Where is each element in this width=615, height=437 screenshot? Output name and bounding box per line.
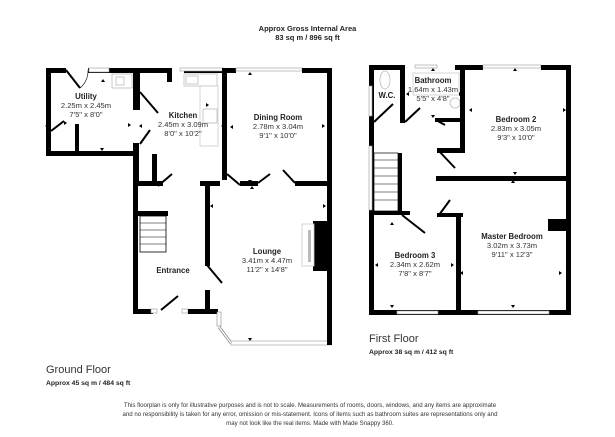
wall <box>240 181 258 186</box>
room-metric: 1.64m x 1.43m <box>407 85 459 95</box>
wall <box>205 290 210 314</box>
room-bathroom: Bathroom 1.64m x 1.43m 5'5" x 4'8" <box>407 76 459 104</box>
wall <box>455 65 483 70</box>
room-name: W.C. <box>378 91 396 100</box>
wall <box>222 68 236 73</box>
wall <box>400 65 405 123</box>
wall <box>46 68 51 155</box>
wall <box>369 310 571 315</box>
first-floor-label: First Floor <box>369 333 419 345</box>
wall <box>205 181 210 266</box>
disclaimer-line-2: and no responsibility is taken for any e… <box>122 411 498 418</box>
wall <box>302 68 332 73</box>
wall <box>75 124 79 152</box>
room-master-bedroom: Master Bedroom 3.02m x 3.73m 9'11" x 12'… <box>474 232 550 260</box>
room-bedroom-3: Bedroom 3 2.34m x 2.62m 7'8" x 8'7" <box>384 251 446 279</box>
ground-floor-plan <box>45 67 332 346</box>
ground-floor-label: Ground Floor <box>46 364 111 376</box>
room-metric: 2.78m x 3.04m <box>252 122 304 132</box>
room-metric: 2.83m x 3.05m <box>490 124 542 134</box>
room-metric: 3.02m x 3.73m <box>486 241 538 251</box>
wall <box>167 68 172 82</box>
wall <box>456 213 461 313</box>
room-metric: 2.45m x 3.09m <box>157 120 209 130</box>
wall <box>436 176 571 181</box>
disclaimer: This floorplan is only for illustrative … <box>90 401 530 428</box>
room-imperial: 8'0" x 10'2" <box>164 129 202 139</box>
wall <box>46 68 66 73</box>
wall <box>133 68 140 110</box>
gross-area-header: Approx Gross Internal Area 83 sq m / 896… <box>0 24 615 42</box>
room-imperial: 9'1" x 10'0" <box>259 131 297 141</box>
room-utility: Utility 2.25m x 2.45m 7'5" x 8'0" <box>58 92 114 120</box>
room-name: Utility <box>75 92 97 101</box>
wall <box>566 65 571 315</box>
chimney-breast <box>548 219 566 231</box>
room-name: Bedroom 2 <box>495 115 537 124</box>
wall <box>133 181 163 186</box>
wall <box>46 151 138 156</box>
chimney-breast <box>313 221 327 271</box>
room-dining-room: Dining Room 2.78m x 3.04m 9'1" x 10'0" <box>246 113 310 141</box>
gross-area-title: Approx Gross Internal Area <box>258 24 357 33</box>
first-floor-area: Approx 38 sq m / 412 sq ft <box>369 349 454 356</box>
disclaimer-line-1: This floorplan is only for illustrative … <box>123 402 497 409</box>
ground-floor-area: Approx 45 sq m / 484 sq ft <box>46 380 131 387</box>
room-lounge: Lounge 3.41m x 4.47m 11'2" x 14'8" <box>234 247 300 275</box>
room-name: Dining Room <box>253 113 303 122</box>
disclaimer-line-3: may not look like the real items. Made w… <box>226 420 394 427</box>
wall <box>541 65 570 70</box>
first-floor-plan <box>368 64 571 315</box>
room-name: Kitchen <box>168 111 198 120</box>
wall <box>295 181 332 186</box>
room-imperial: 5'5" x 4'8" <box>416 94 450 104</box>
wall <box>437 213 463 217</box>
room-imperial: 7'5" x 8'0" <box>69 110 103 120</box>
wall <box>133 178 138 313</box>
gross-area-value: 83 sq m / 896 sq ft <box>275 33 340 42</box>
room-bedroom-2: Bedroom 2 2.83m x 3.05m 9'3" x 10'0" <box>486 115 546 143</box>
wall <box>435 118 463 122</box>
wall <box>222 68 227 180</box>
wall <box>369 65 405 70</box>
wall <box>374 211 410 215</box>
room-metric: 2.34m x 2.62m <box>389 260 441 270</box>
room-metric: 2.25m x 2.45m <box>60 101 112 111</box>
room-entrance: Entrance <box>148 266 198 275</box>
wall <box>133 309 153 314</box>
room-imperial: 7'8" x 8'7" <box>398 269 432 279</box>
room-wc: W.C. <box>374 91 400 100</box>
room-imperial: 11'2" x 14'8" <box>246 265 288 275</box>
wall <box>460 65 465 153</box>
room-name: Bedroom 3 <box>394 251 436 260</box>
room-kitchen: Kitchen 2.45m x 3.09m 8'0" x 10'2" <box>150 111 216 139</box>
room-name: Bathroom <box>414 76 452 85</box>
room-name: Entrance <box>156 266 190 275</box>
wall <box>398 153 402 213</box>
room-imperial: 9'11" x 12'3" <box>491 250 533 260</box>
room-metric: 3.41m x 4.47m <box>241 256 293 266</box>
room-name: Master Bedroom <box>481 232 543 241</box>
room-name: Lounge <box>252 247 282 256</box>
wall <box>88 68 136 73</box>
wall <box>188 309 218 314</box>
wall <box>327 181 332 345</box>
wall <box>327 68 332 183</box>
room-imperial: 9'3" x 10'0" <box>497 133 535 143</box>
wall <box>437 148 465 153</box>
wall <box>138 211 168 216</box>
wall <box>136 68 170 73</box>
wall <box>133 143 139 185</box>
wall <box>152 154 157 184</box>
